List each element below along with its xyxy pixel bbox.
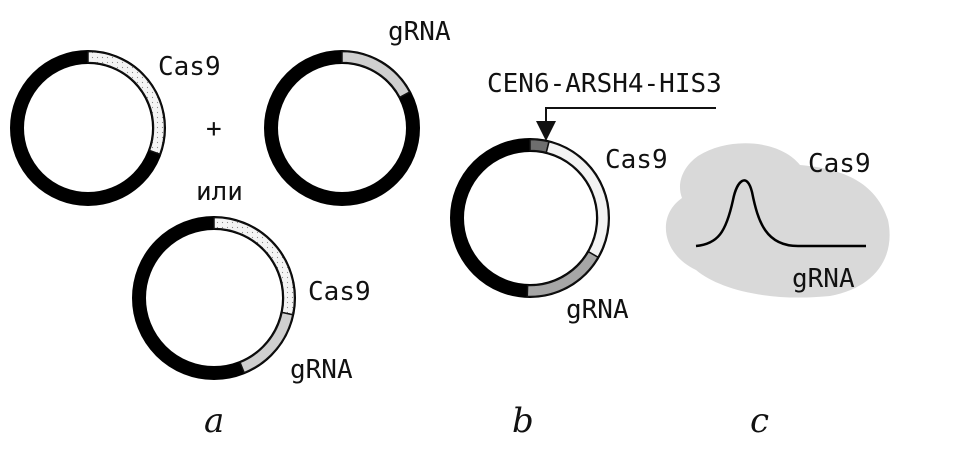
marker-pointer-line — [545, 107, 716, 124]
plasmid-cas9-cas9-segment — [87, 50, 166, 156]
or-label: или — [196, 177, 243, 207]
plasmid-cas9 — [10, 50, 166, 206]
plasmid-cen6 — [450, 138, 610, 298]
plasmid-grna — [264, 50, 420, 206]
panel-letter-c: c — [750, 401, 769, 441]
grna-peak-curve — [695, 179, 866, 248]
plasmid-cen6-grna-segment — [526, 250, 600, 298]
rnp-grna-label: gRNA — [792, 264, 855, 294]
combined-cas9-label: Cas9 — [308, 277, 371, 307]
plasmid-cen6-cas9-segment — [545, 140, 610, 259]
rnp-complex-cloud — [665, 143, 890, 298]
plasmid-cen6-cas9-label: Cas9 — [605, 145, 668, 175]
plasmid-grna-label: gRNA — [388, 17, 451, 47]
plasmid-grna-grna-segment — [341, 50, 411, 99]
plasmid-cas9-label: Cas9 — [158, 52, 221, 82]
plasmid-combined-grna-segment — [239, 311, 294, 374]
marker-label: CEN6-ARSH4-HIS3 — [487, 69, 722, 99]
plasmid-cen6-grna-label: gRNA — [566, 295, 629, 325]
plus-sign: + — [206, 114, 222, 144]
marker-pointer-arrowhead — [536, 121, 556, 141]
rnp-cas9-label: Cas9 — [808, 149, 871, 179]
panel-letter-a: a — [204, 401, 224, 441]
combined-grna-label: gRNA — [290, 355, 353, 385]
panel-letter-b: b — [512, 401, 534, 441]
plasmid-combined — [132, 216, 296, 380]
